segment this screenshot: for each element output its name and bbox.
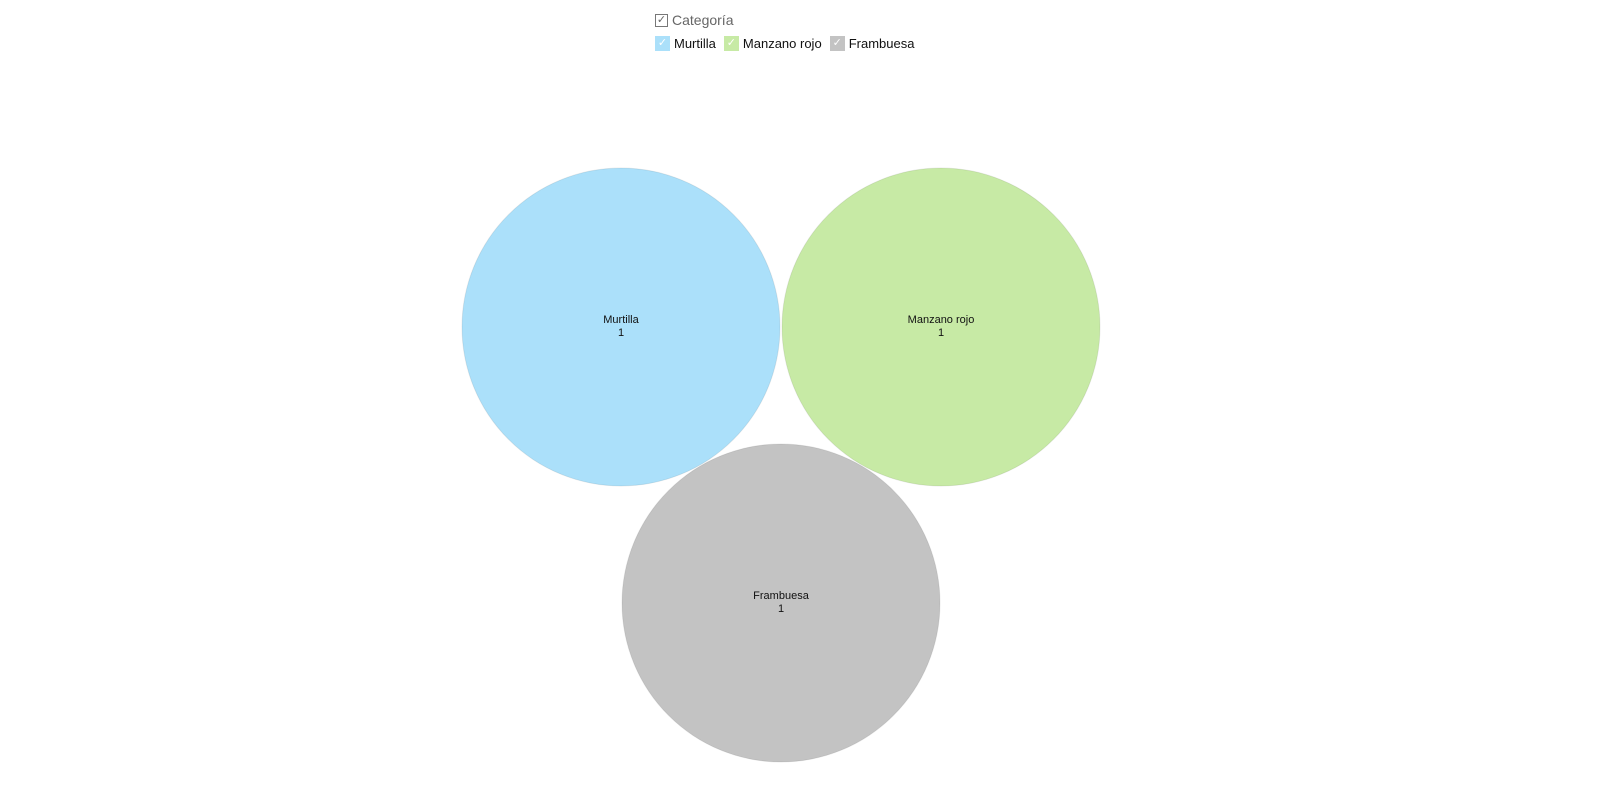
legend-item-label: Frambuesa	[848, 35, 915, 51]
bubble-name-label: Murtilla	[603, 314, 639, 326]
bubble-value-label: 1	[938, 327, 944, 339]
legend-header[interactable]: ✓ Categoría	[655, 10, 922, 30]
bubble-circle[interactable]	[461, 167, 781, 487]
checkbox-icon[interactable]: ✓	[655, 13, 668, 27]
legend-item-label: Manzano rojo	[742, 35, 822, 51]
legend: ✓ Categoría ✓ Murtilla ✓ Manzano rojo ✓ …	[655, 10, 922, 52]
legend-item-frambuesa[interactable]: ✓ Frambuesa	[829, 35, 915, 51]
legend-title: Categoría	[672, 12, 734, 28]
legend-item-label: Murtilla	[674, 35, 716, 51]
bubble-circle[interactable]	[621, 443, 941, 763]
bubble-value-label: 1	[618, 327, 624, 339]
legend-item-manzano-rojo[interactable]: ✓ Manzano rojo	[723, 35, 822, 51]
bubble-value-label: 1	[778, 603, 784, 615]
bubble-circle[interactable]	[781, 167, 1101, 487]
legend-items: ✓ Murtilla ✓ Manzano rojo ✓ Frambuesa	[655, 34, 922, 52]
bubble-name-label: Frambuesa	[753, 590, 810, 602]
check-icon[interactable]: ✓	[723, 35, 739, 51]
legend-item-murtilla[interactable]: ✓ Murtilla	[655, 35, 716, 51]
bubble-name-label: Manzano rojo	[908, 314, 975, 326]
check-icon[interactable]: ✓	[829, 35, 845, 51]
check-icon[interactable]: ✓	[655, 35, 670, 51]
